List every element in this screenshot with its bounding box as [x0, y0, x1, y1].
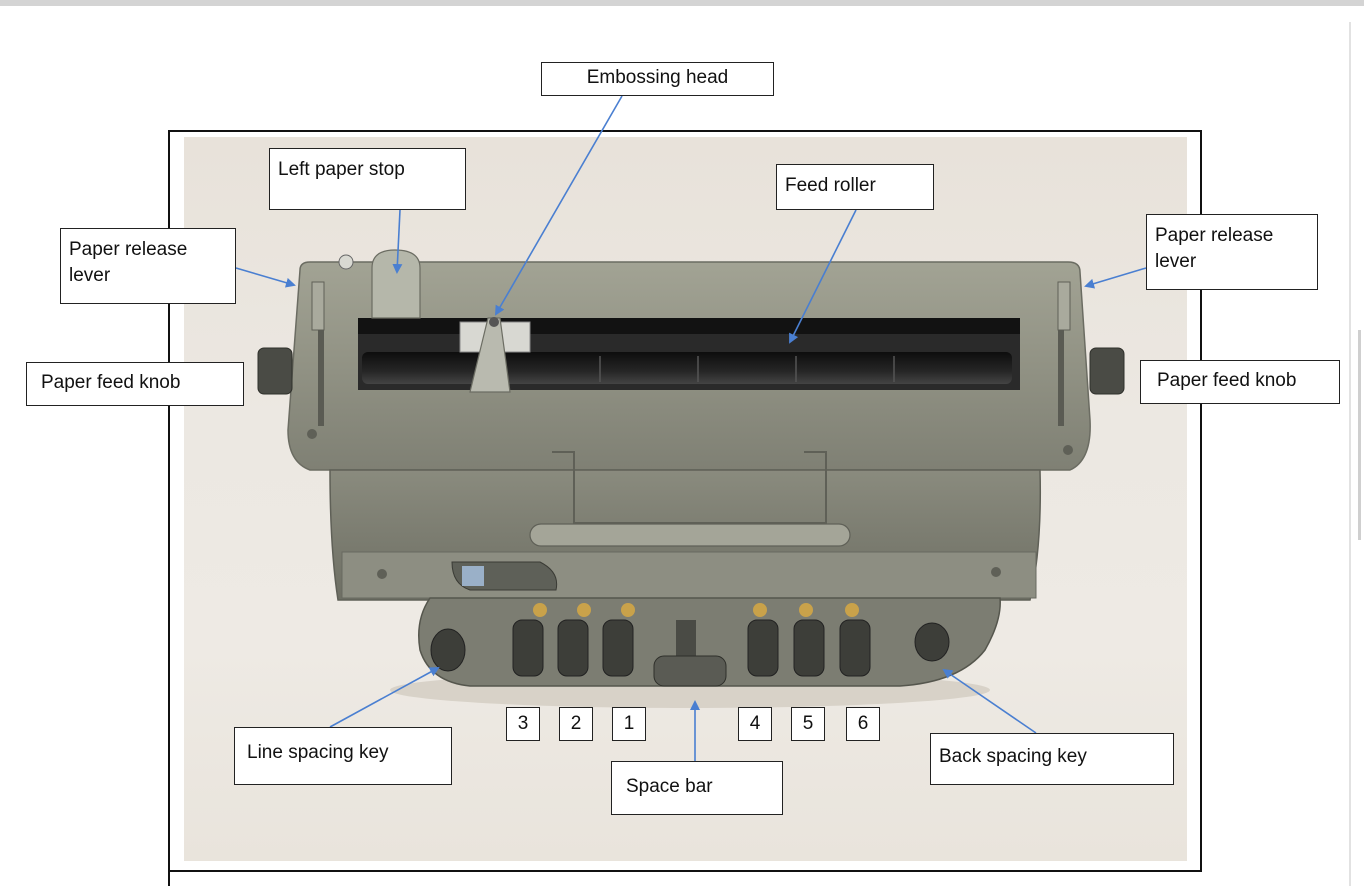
- feed-roller: [362, 352, 1012, 384]
- dot-key-label-3: 3: [506, 707, 540, 741]
- arrow-back-spacing: [942, 668, 1037, 734]
- label-paper-release-lever-right: Paper release lever: [1146, 214, 1318, 290]
- right-feed-knob: [1089, 347, 1125, 395]
- left-paper-stop: [371, 249, 421, 319]
- left-feed-knob: [257, 347, 293, 395]
- label-paper-release-lever-left: Paper release lever: [60, 228, 236, 304]
- arrow-line-spacing: [329, 667, 440, 728]
- front-plate: [341, 551, 1037, 599]
- dot-key-6: [839, 619, 871, 677]
- label-paper-feed-knob-right: Paper feed knob: [1140, 360, 1340, 404]
- label-paper-feed-knob-left: Paper feed knob: [26, 362, 244, 406]
- dot-key-label-1: 1: [612, 707, 646, 741]
- page-edge: [1349, 22, 1351, 886]
- back-spacing-key-shape: [914, 622, 950, 662]
- arrow-release-left: [235, 267, 296, 288]
- dot-key-label-5: 5: [791, 707, 825, 741]
- arrow-left-paper-stop: [392, 209, 403, 274]
- dot-key-label-2: 2: [559, 707, 593, 741]
- scrollbar[interactable]: [1358, 330, 1361, 540]
- right-release-lever: [1057, 281, 1071, 331]
- arrow-feed-roller: [789, 209, 857, 344]
- line-spacing-key-shape: [430, 628, 466, 672]
- frame-tick: [168, 872, 170, 886]
- dot-key-label-6: 6: [846, 707, 880, 741]
- dot-key-label-4: 4: [738, 707, 772, 741]
- label-line-spacing-key: Line spacing key: [234, 727, 452, 785]
- dot-key-3: [512, 619, 544, 677]
- label-embossing-head: Embossing head: [541, 62, 774, 96]
- label-feed-roller: Feed roller: [776, 164, 934, 210]
- label-back-spacing-key: Back spacing key: [930, 733, 1174, 785]
- label-left-paper-stop: Left paper stop: [269, 148, 466, 210]
- dot-key-1: [602, 619, 634, 677]
- left-release-lever: [311, 281, 325, 331]
- dot-key-4: [747, 619, 779, 677]
- label-space-bar: Space bar: [611, 761, 783, 815]
- dot-key-2: [557, 619, 589, 677]
- top-bar: [0, 0, 1364, 6]
- dot-key-5: [793, 619, 825, 677]
- arrow-release-right: [1084, 267, 1147, 289]
- carry-handle: [529, 523, 851, 547]
- space-bar-shape: [653, 655, 727, 687]
- arrow-embossing-head: [494, 95, 623, 316]
